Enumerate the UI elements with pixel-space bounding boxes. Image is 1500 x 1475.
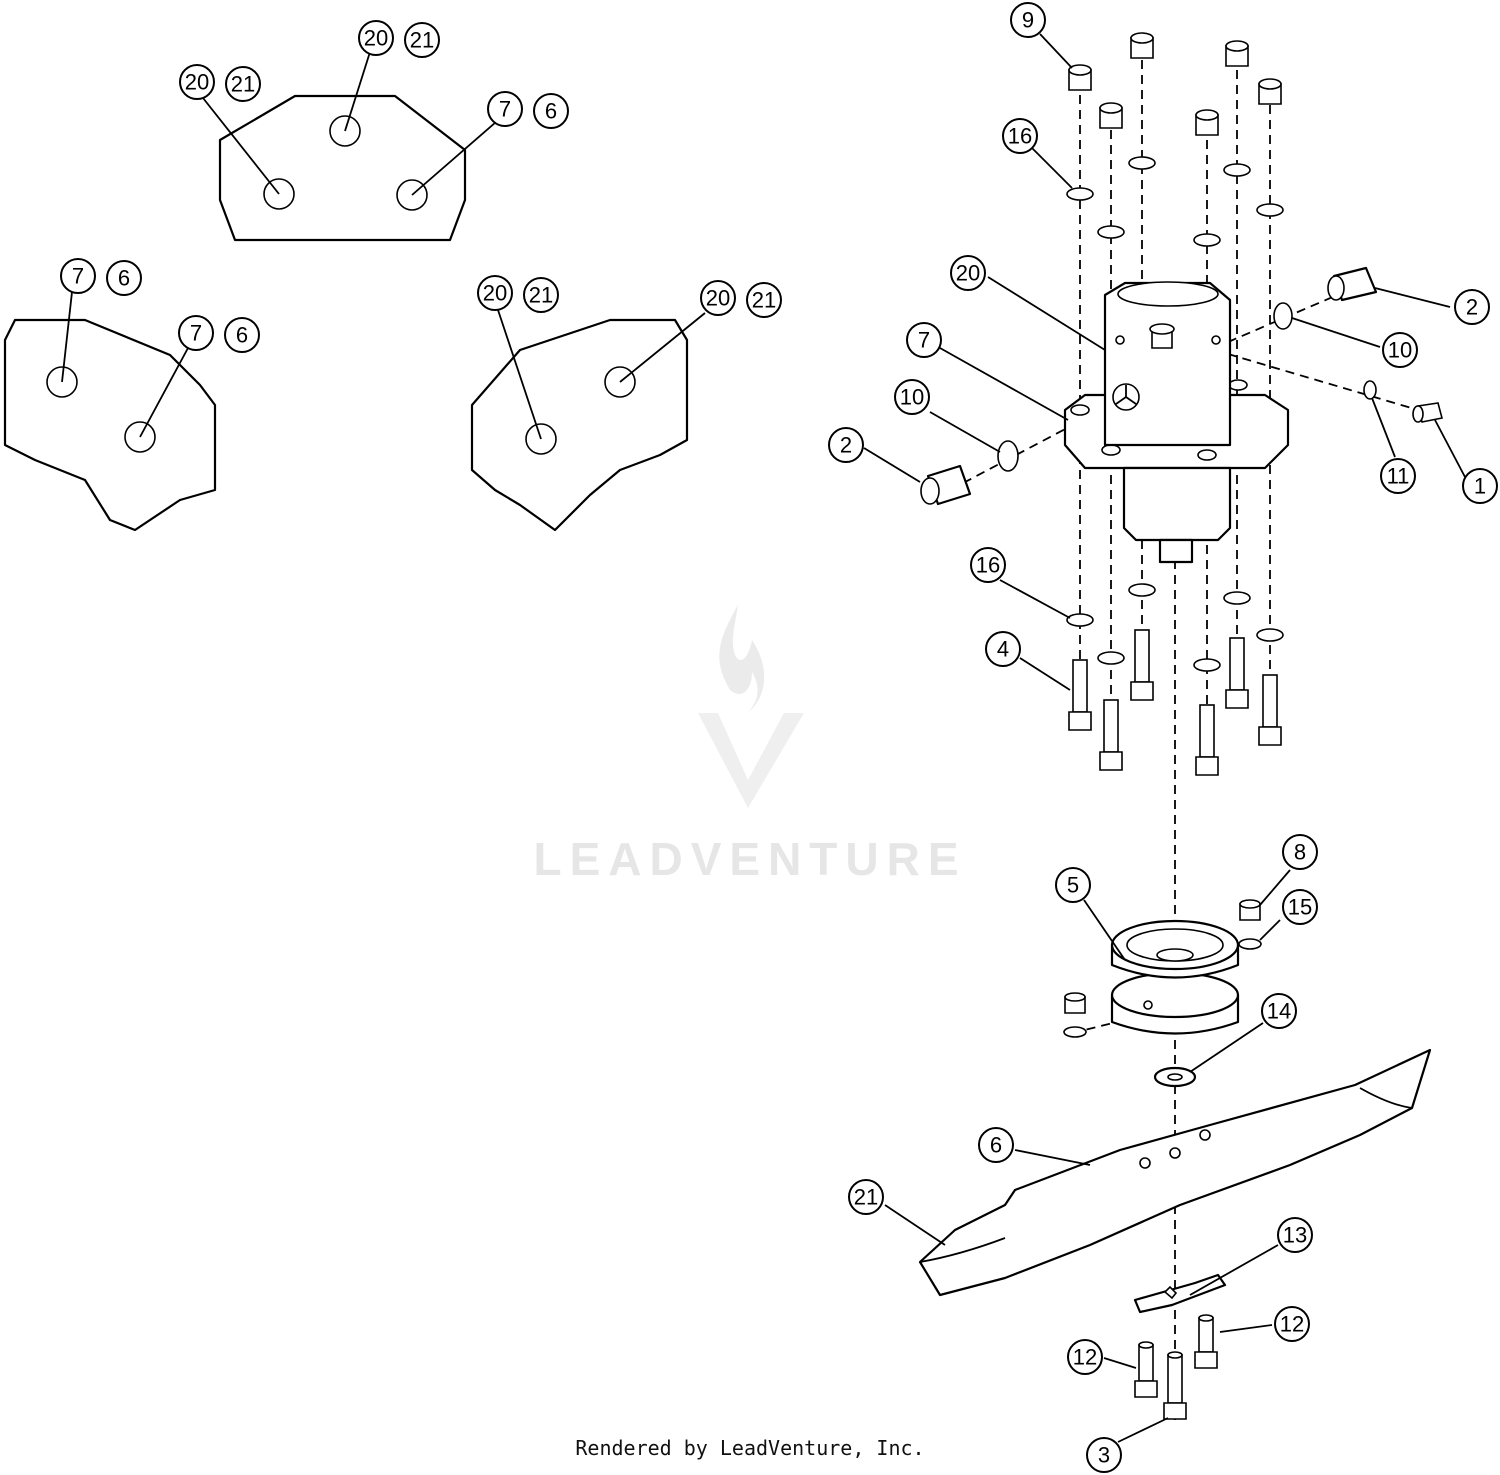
callout-7: 7 [60,258,96,294]
callout-16: 16 [1002,118,1038,154]
svg-text:8: 8 [1294,840,1306,865]
callout-5: 5 [1055,867,1091,903]
svg-text:21: 21 [231,72,255,97]
svg-text:2: 2 [840,433,852,458]
mower-blade [918,1048,1432,1297]
svg-text:7: 7 [190,321,202,346]
svg-text:4: 4 [997,637,1009,662]
svg-text:12: 12 [1073,1345,1097,1370]
callout-6: 6 [978,1127,1014,1163]
callout-2: 2 [1454,289,1490,325]
svg-text:10: 10 [900,385,924,410]
lower-washers [1066,583,1284,672]
callout-9: 9 [1010,2,1046,38]
blade-plate-top [202,51,497,242]
blade-bolts [1134,1314,1218,1420]
callout-13: 13 [1277,1217,1313,1253]
spindle-housing [1063,281,1290,564]
spacer-washer [1153,1066,1197,1088]
svg-text:20: 20 [956,261,980,286]
callout-20: 20 [358,20,394,56]
svg-text:20: 20 [185,70,209,95]
callout-6: 6 [106,260,142,296]
svg-text:12: 12 [1280,1312,1304,1337]
blade-plate-left [3,291,217,532]
callout-21: 21 [746,282,782,318]
svg-text:10: 10 [1388,338,1412,363]
svg-text:20: 20 [483,281,507,306]
svg-text:16: 16 [1008,124,1032,149]
svg-text:7: 7 [72,264,84,289]
svg-text:21: 21 [854,1185,878,1210]
blade-plate-right [470,309,706,532]
zerk-fittings [920,266,1443,506]
svg-text:6: 6 [236,323,248,348]
callout-12: 12 [1274,1306,1310,1342]
callout-4: 4 [985,631,1021,667]
callout-14: 14 [1261,993,1297,1029]
svg-text:6: 6 [118,266,130,291]
svg-text:9: 9 [1022,8,1034,33]
svg-text:11: 11 [1387,464,1410,489]
callout-20: 20 [179,64,215,100]
callout-21: 21 [848,1179,884,1215]
callout-7: 7 [487,91,523,127]
svg-text:7: 7 [918,328,930,353]
callout-15: 15 [1282,889,1318,925]
svg-text:20: 20 [706,286,730,311]
callout-8: 8 [1282,834,1318,870]
svg-text:15: 15 [1288,895,1312,920]
top-lock-nuts [1068,32,1282,136]
callout-10: 10 [894,379,930,415]
svg-text:2: 2 [1466,295,1478,320]
svg-text:1: 1 [1474,474,1486,499]
callout-6: 6 [533,93,569,129]
callout-7: 7 [906,322,942,358]
svg-text:21: 21 [529,283,553,308]
svg-text:6: 6 [545,99,557,124]
svg-text:21: 21 [410,28,434,53]
callout-3: 3 [1086,1437,1122,1473]
svg-text:13: 13 [1283,1223,1307,1248]
svg-text:14: 14 [1267,999,1291,1024]
watermark-brand: LEADVENTURE [533,833,966,885]
callout-20: 20 [477,275,513,311]
callout-10: 10 [1382,332,1418,368]
callout-20: 20 [700,280,736,316]
svg-text:16: 16 [976,553,1000,578]
callout-2: 2 [828,427,864,463]
footer-credit: Rendered by LeadVenture, Inc. [575,1436,925,1460]
callout-6: 6 [224,317,260,353]
svg-text:21: 21 [752,288,776,313]
hex-bolts [1068,629,1282,776]
svg-text:20: 20 [364,26,388,51]
blade-adapter [1133,1273,1227,1314]
svg-text:7: 7 [499,97,511,122]
callout-16: 16 [970,547,1006,583]
leader-lines [863,33,1466,1443]
svg-text:3: 3 [1098,1443,1110,1468]
callout-11: 11 [1380,458,1416,494]
pulley [1063,899,1262,1038]
callout-12: 12 [1067,1339,1103,1375]
svg-text:5: 5 [1067,873,1079,898]
watermark-logo-icon [698,605,804,808]
callout-20: 20 [950,255,986,291]
upper-washers [1066,156,1284,247]
callout-1: 1 [1462,468,1498,504]
callout-7: 7 [178,315,214,351]
callout-21: 21 [404,22,440,58]
svg-text:6: 6 [990,1133,1002,1158]
callout-21: 21 [225,66,261,102]
callout-21: 21 [523,277,559,313]
